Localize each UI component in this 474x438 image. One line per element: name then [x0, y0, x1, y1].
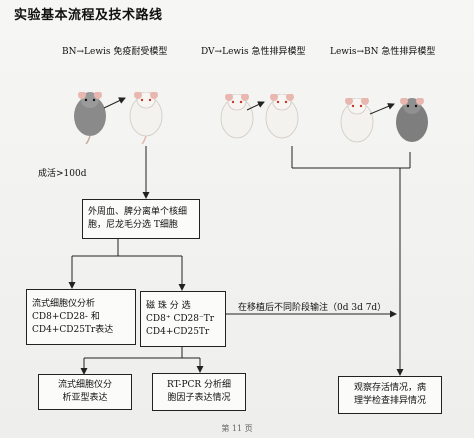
rat-gray-2	[396, 98, 428, 142]
isolate-line-1: 外周血、脾分离单个核细	[88, 207, 188, 217]
model-label-middle: DV→Lewis 急性排异模型	[201, 47, 306, 57]
flow-left-line-1: 流式细胞仪分析	[32, 298, 96, 309]
rat-white-1	[129, 92, 163, 144]
rat-white-3	[265, 94, 299, 139]
flow-bottom-line-1: 流式细胞仪分	[57, 380, 112, 390]
rtpcr-line-1: RT-PCR 分析细	[166, 380, 232, 390]
observe-line-2: 理学检查排异情况	[353, 396, 426, 406]
isolate-box: 外周血、脾分离单个核细 胞，尼龙毛分选 T细胞	[82, 199, 200, 239]
isolate-line-2: 胞，尼龙毛分选 T细胞	[88, 220, 178, 230]
magnetic-line-2: CD8⁺ CD28⁻Tr	[146, 313, 215, 324]
rtpcr-box: RT-PCR 分析细 胞因子表达情况	[152, 373, 246, 411]
flow-left-line-3: CD4+CD25Tr表达	[32, 324, 114, 335]
flow-bottom-line-2: 析亚型表达	[62, 393, 108, 403]
survival-label: 成活>100d	[38, 169, 87, 179]
transplant-label: 在移植后不同阶段输注（0d 3d 7d）	[238, 303, 387, 313]
magnetic-box: 磁 珠 分 选 CD8⁺ CD28⁻Tr CD4+CD25Tr	[140, 291, 226, 347]
observe-line-1: 观察存活情况，病	[353, 383, 426, 393]
flow-bottom-box: 流式细胞仪分 析亚型表达	[38, 374, 132, 410]
page-title: 实验基本流程及技术路线	[14, 8, 163, 23]
rtpcr-line-2: 胞因子表达情况	[167, 393, 231, 403]
flow-left-line-2: CD8+CD28- 和	[32, 311, 100, 322]
model-label-left: BN→Lewis 免疫耐受模型	[62, 47, 168, 57]
magnetic-line-3: CD4+CD25Tr	[146, 326, 210, 337]
page-number: 第 11 页	[221, 424, 253, 433]
flow-left-box: 流式细胞仪分析 CD8+CD28- 和 CD4+CD25Tr表达	[26, 289, 136, 345]
observe-box: 观察存活情况，病 理学检查排异情况	[338, 376, 442, 414]
magnetic-line-1: 磁 珠 分 选	[146, 300, 191, 311]
rat-white-4	[340, 98, 374, 143]
model-label-right: Lewis→BN 急性排异模型	[330, 47, 436, 57]
rat-white-2	[220, 94, 254, 139]
rat-gray-1	[74, 92, 106, 144]
